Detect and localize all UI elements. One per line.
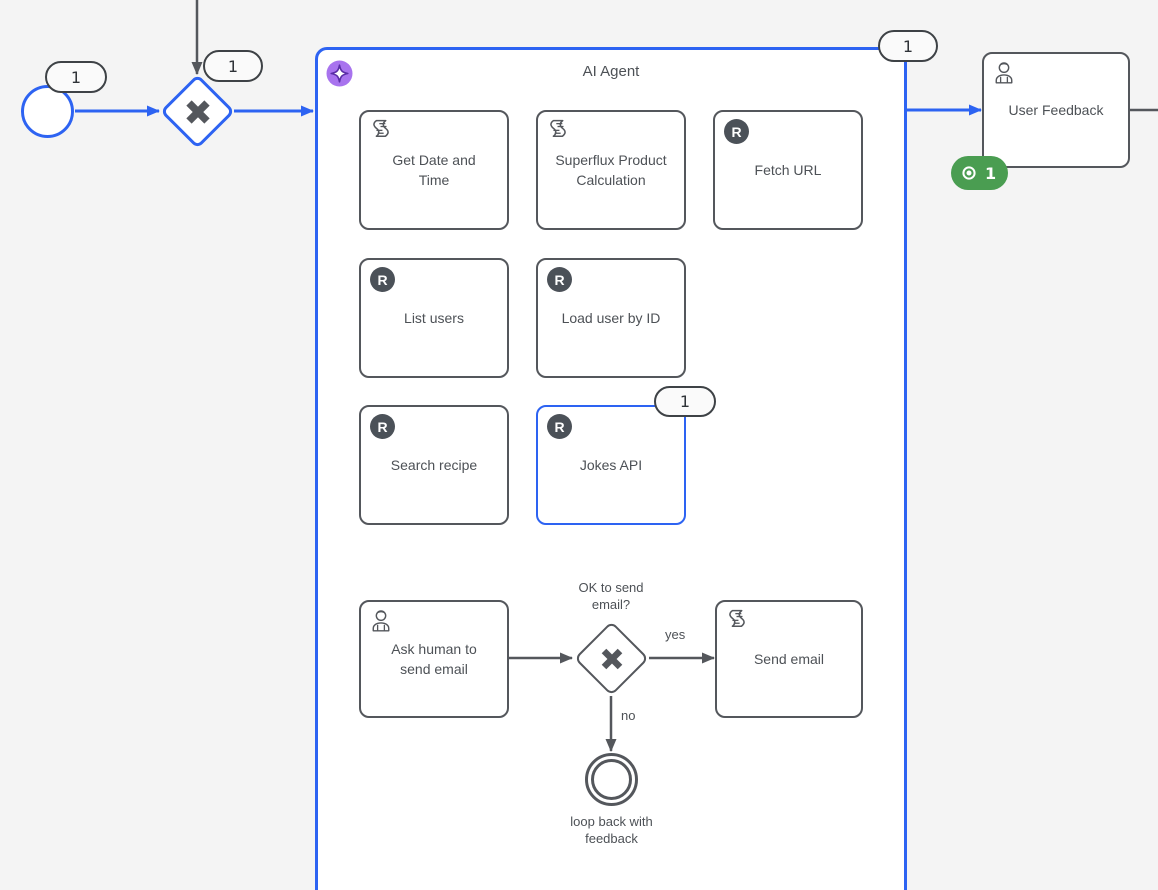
user-task-icon (369, 608, 393, 632)
loop-back-label: loop back with feedback (570, 814, 653, 846)
subprocess-title: AI Agent (582, 63, 640, 80)
task-label: Get Date and Time (392, 152, 476, 188)
task-label: Jokes API (579, 457, 643, 473)
task-label: Ask human to send email (391, 641, 477, 677)
task-superflux-product-calculation[interactable]: Superflux Product Calculation (536, 110, 686, 230)
task-search-recipe[interactable]: R Search recipe (359, 405, 509, 525)
rest-connector-icon: R (370, 267, 395, 292)
rest-connector-icon: R (547, 267, 572, 292)
rest-connector-icon: R (370, 414, 395, 439)
exclusive-gateway-send-email[interactable] (574, 621, 649, 696)
task-fetch-url[interactable]: R Fetch URL (713, 110, 863, 230)
no-flow-label: no (621, 708, 636, 723)
ai-sparkle-icon (326, 60, 353, 87)
task-get-date-and-time[interactable]: Get Date and Time (359, 110, 509, 230)
task-label: Send email (753, 651, 825, 667)
task-label: Superflux Product Calculation (555, 152, 667, 188)
badge-count: 1 (679, 392, 691, 411)
start-event-token-badge: 1 (45, 61, 107, 93)
loop-back-event[interactable] (585, 753, 638, 806)
task-label: Search recipe (390, 457, 478, 473)
gateway-token-badge: 1 (203, 50, 263, 82)
task-user-feedback[interactable]: User Feedback (982, 52, 1130, 168)
task-label: Fetch URL (754, 162, 822, 178)
rest-connector-icon: R (547, 414, 572, 439)
badge-count: 1 (902, 36, 914, 56)
user-task-icon (992, 60, 1016, 84)
rest-connector-icon: R (724, 119, 749, 144)
task-jokes-api[interactable]: R Jokes API (536, 405, 686, 525)
script-task-icon (546, 118, 570, 142)
yes-flow-label: yes (665, 627, 686, 642)
task-list-users[interactable]: R List users (359, 258, 509, 378)
gateway-label: OK to send email? (578, 580, 644, 612)
jokes-api-token-badge: 1 (654, 386, 716, 417)
task-ask-human-to-send-email[interactable]: Ask human to send email (359, 600, 509, 718)
script-task-icon (369, 118, 393, 142)
script-task-icon (725, 608, 749, 632)
task-label: Load user by ID (561, 310, 661, 326)
exclusive-gateway-main[interactable] (160, 74, 235, 149)
gateway-x-icon (601, 648, 622, 669)
badge-count: 1 (985, 163, 997, 183)
start-event[interactable] (21, 85, 74, 138)
badge-count: 1 (70, 67, 82, 87)
task-send-email[interactable]: Send email (715, 600, 863, 718)
subprocess-token-badge: 1 (878, 30, 938, 62)
task-load-user-by-id[interactable]: R Load user by ID (536, 258, 686, 378)
badge-count: 1 (227, 56, 239, 76)
task-label: User Feedback (1008, 102, 1104, 118)
task-label: List users (404, 310, 464, 326)
active-instance-icon (962, 166, 976, 180)
gateway-x-icon (185, 99, 210, 124)
event-inner-ring (591, 759, 632, 800)
user-feedback-active-badge: 1 (951, 156, 1009, 190)
